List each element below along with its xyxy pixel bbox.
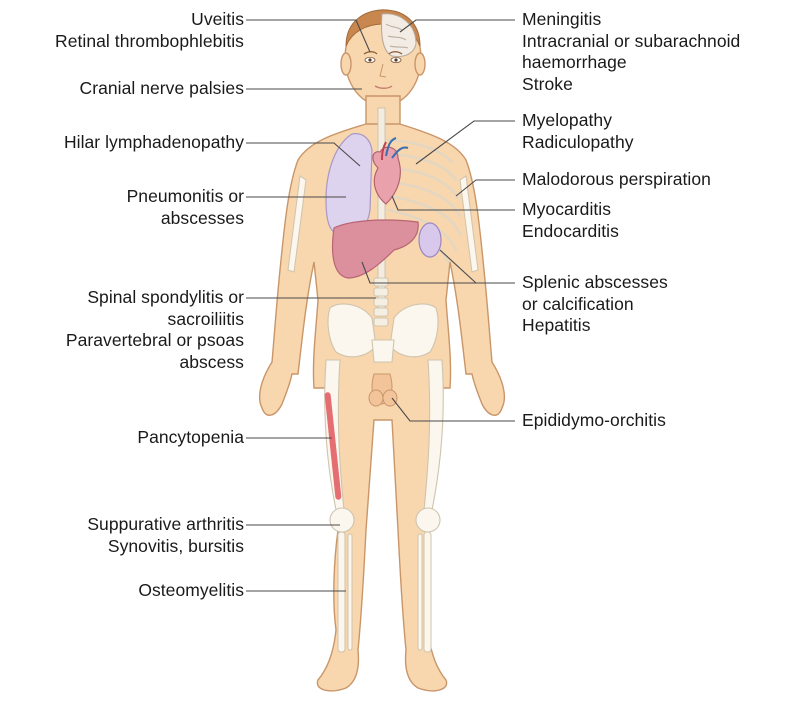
label-spondylitis-line2: sacroiliitis bbox=[66, 309, 244, 331]
label-splenic-group: Splenic abscesses or calcification Hepat… bbox=[522, 272, 668, 337]
label-uveitis: Uveitis bbox=[55, 9, 244, 31]
label-pancytopenia: Pancytopenia bbox=[137, 427, 244, 449]
spleen bbox=[419, 223, 441, 257]
label-pneumonitis-line2: abscesses bbox=[127, 208, 244, 230]
label-intracranial-line1: Intracranial or subarachnoid bbox=[522, 31, 740, 53]
label-spondylitis-line1: Spinal spondylitis or bbox=[66, 287, 244, 309]
label-meningitis: Meningitis bbox=[522, 9, 740, 31]
label-myocarditis-group: Myocarditis Endocarditis bbox=[522, 199, 619, 242]
label-cranial-nerve-palsies: Cranial nerve palsies bbox=[80, 78, 244, 100]
label-stroke: Stroke bbox=[522, 74, 740, 96]
label-pneumonitis-line1: Pneumonitis or bbox=[127, 186, 244, 208]
label-myelopathy: Myelopathy bbox=[522, 110, 634, 132]
label-splenic-line2: or calcification bbox=[522, 294, 668, 316]
label-spondylitis-group: Spinal spondylitis or sacroiliitis Parav… bbox=[66, 287, 244, 373]
label-hepatitis: Hepatitis bbox=[522, 315, 668, 337]
label-radiculopathy: Radiculopathy bbox=[522, 132, 634, 154]
knees bbox=[330, 508, 440, 532]
label-intracranial-line2: haemorrhage bbox=[522, 52, 740, 74]
label-hilar-lymphadenopathy: Hilar lymphadenopathy bbox=[64, 132, 244, 154]
label-suppurative-arthritis: Suppurative arthritis bbox=[87, 514, 244, 536]
label-endocarditis: Endocarditis bbox=[522, 221, 619, 243]
label-uveitis-group: Uveitis Retinal thrombophlebitis bbox=[55, 9, 244, 52]
label-arthritis-group: Suppurative arthritis Synovitis, bursiti… bbox=[87, 514, 244, 557]
label-malodorous-perspiration: Malodorous perspiration bbox=[522, 169, 711, 191]
label-epididymo-orchitis: Epididymo-orchitis bbox=[522, 410, 666, 432]
label-myelopathy-group: Myelopathy Radiculopathy bbox=[522, 110, 634, 153]
label-retinal-thrombophlebitis: Retinal thrombophlebitis bbox=[55, 31, 244, 53]
label-pneumonitis-group: Pneumonitis or abscesses bbox=[127, 186, 244, 229]
label-meningitis-group: Meningitis Intracranial or subarachnoid … bbox=[522, 9, 740, 95]
label-myocarditis: Myocarditis bbox=[522, 199, 619, 221]
label-osteomyelitis: Osteomyelitis bbox=[138, 580, 244, 602]
label-paravertebral-line1: Paravertebral or psoas bbox=[66, 330, 244, 352]
label-splenic-line1: Splenic abscesses bbox=[522, 272, 668, 294]
label-paravertebral-line2: abscess bbox=[66, 352, 244, 374]
label-synovitis-bursitis: Synovitis, bursitis bbox=[87, 536, 244, 558]
